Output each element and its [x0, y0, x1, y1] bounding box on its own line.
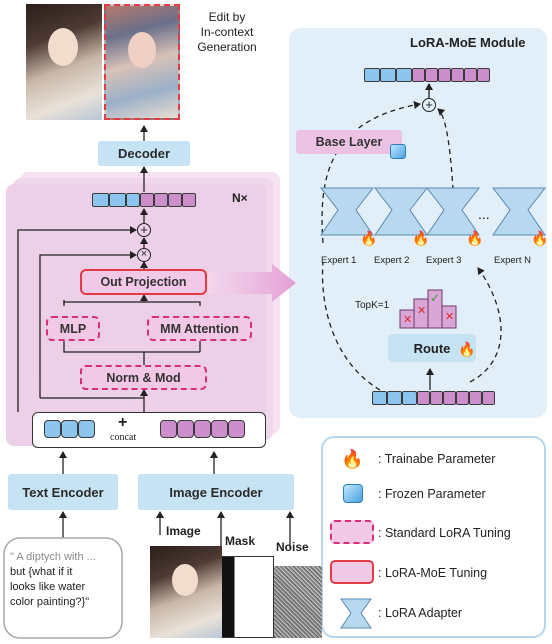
expert-n-label: Expert N — [494, 255, 531, 266]
legend-panel — [321, 436, 546, 638]
prompt-line-1: " A diptych with ... — [10, 551, 96, 563]
repeat-label: N× — [232, 191, 248, 205]
gate-multiply-icon: × — [137, 248, 151, 262]
expert-3-flame-icon: 🔥 — [466, 230, 484, 246]
expert-n-adapter — [491, 187, 547, 236]
prompt-bubble — [3, 537, 123, 639]
legend-standard-lora-swatch — [330, 520, 374, 544]
text-encoder-box: Text Encoder — [8, 474, 118, 510]
concat-token-image-5 — [228, 420, 245, 438]
concat-token-text-2 — [61, 420, 78, 438]
source-photo — [26, 4, 102, 120]
mm-attention-box: MM Attention — [147, 316, 252, 341]
token-image-2 — [154, 193, 168, 207]
topk-label: TopK=1 — [355, 300, 390, 311]
concat-plus: + — [118, 414, 128, 431]
concat-token-image-1 — [160, 420, 177, 438]
expert-3-label: Expert 3 — [426, 255, 462, 266]
expert-3-adapter — [425, 187, 481, 236]
moe-out-token-1 — [364, 68, 380, 82]
legend-lora-adapter: : LoRA Adapter — [378, 606, 463, 620]
edited-watercolor-photo — [104, 4, 180, 120]
expert-1-label: Expert 1 — [321, 255, 357, 266]
token-image-4 — [182, 193, 196, 207]
moe-out-token-4 — [412, 68, 425, 82]
svg-text:✕: ✕ — [403, 314, 412, 326]
expert-2-label: Expert 2 — [374, 255, 410, 266]
concat-token-text-3 — [78, 420, 95, 438]
noise-input-label: Noise — [276, 540, 309, 554]
moe-in-token-3 — [402, 391, 417, 405]
expert-2-flame-icon: 🔥 — [412, 230, 430, 246]
prompt-text: " A diptych with ... but {what if it loo… — [10, 550, 118, 610]
prompt-line-3: looks like water — [10, 581, 86, 593]
moe-in-token-9 — [482, 391, 495, 405]
moe-in-token-4 — [417, 391, 430, 405]
edit-caption: Edit by In-context Generation — [197, 10, 257, 54]
legend-frozen: : Frozen Parameter — [378, 487, 486, 501]
moe-in-token-5 — [430, 391, 443, 405]
expert-n-flame-icon: 🔥 — [531, 230, 549, 246]
moe-in-token-1 — [372, 391, 387, 405]
token-text-2 — [109, 193, 126, 207]
token-text-1 — [92, 193, 109, 207]
token-text-3 — [126, 193, 140, 207]
concat-token-image-2 — [177, 420, 194, 438]
moe-out-token-3 — [396, 68, 412, 82]
moe-in-token-6 — [443, 391, 456, 405]
mlp-box: MLP — [46, 316, 100, 341]
legend-trainable: : Trainabe Parameter — [378, 452, 496, 466]
moe-add-icon: + — [422, 98, 436, 112]
out-projection-box: Out Projection — [80, 269, 207, 295]
concat-token-text-1 — [44, 420, 61, 438]
legend-ice-icon — [343, 484, 363, 503]
concat-token-image-4 — [211, 420, 228, 438]
legend-lora-moe-swatch — [330, 560, 374, 584]
token-image-3 — [168, 193, 182, 207]
expand-arrow — [208, 264, 296, 302]
decoder-box: Decoder — [98, 141, 190, 166]
svg-text:✕: ✕ — [445, 311, 454, 323]
moe-in-token-7 — [456, 391, 469, 405]
route-flame-icon: 🔥 — [458, 341, 476, 357]
expert-1-adapter — [319, 187, 375, 236]
input-photo — [150, 546, 222, 638]
moe-in-token-2 — [387, 391, 402, 405]
prompt-line-4: color painting?}" — [10, 596, 90, 608]
legend-standard-lora: : Standard LoRA Tuning — [378, 526, 511, 540]
route-box: Route — [388, 334, 476, 362]
expert-1-flame-icon: 🔥 — [360, 230, 378, 246]
dit-panel-front — [6, 184, 266, 446]
moe-out-token-2 — [380, 68, 396, 82]
base-layer-box: Base Layer — [296, 130, 402, 154]
moe-in-token-8 — [469, 391, 482, 405]
norm-mod-box: Norm & Mod — [80, 365, 207, 390]
residual-add-icon: + — [137, 223, 151, 237]
moe-out-token-7 — [451, 68, 464, 82]
moe-out-token-9 — [477, 68, 490, 82]
svg-text:✕: ✕ — [417, 305, 426, 317]
concat-token-image-3 — [194, 420, 211, 438]
token-image-1 — [140, 193, 154, 207]
prompt-line-2: but {what if it — [10, 566, 73, 578]
concat-label: concat — [110, 432, 137, 443]
svg-text:✓: ✓ — [430, 291, 440, 305]
topk-bar-chart: ✕ ✕ ✓ ✕ — [399, 289, 457, 329]
image-input-label: Image — [166, 524, 201, 538]
mask-input-label: Mask — [225, 534, 256, 548]
image-encoder-box: Image Encoder — [138, 474, 294, 510]
experts-ellipsis: ... — [478, 206, 490, 222]
moe-title: LoRA-MoE Module — [410, 35, 526, 50]
moe-out-token-5 — [425, 68, 438, 82]
legend-flame-icon: 🔥 — [341, 449, 364, 469]
frozen-ice-icon — [390, 144, 406, 159]
legend-lora-moe: : LoRA-MoE Tuning — [378, 566, 488, 580]
legend-adapter-icon — [340, 598, 372, 629]
moe-out-token-6 — [438, 68, 451, 82]
moe-out-token-8 — [464, 68, 477, 82]
